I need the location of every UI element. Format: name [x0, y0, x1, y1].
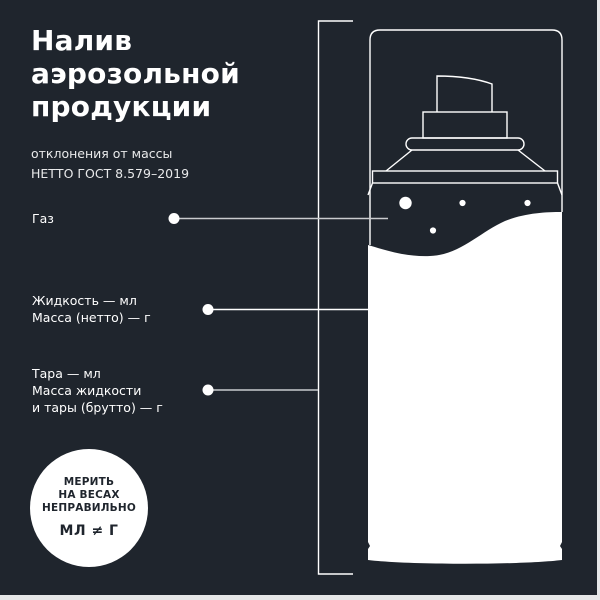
tare-bracket: [317, 20, 353, 575]
label-line: и тары (брутто) — г: [32, 400, 163, 415]
label-tare: Тара — мл Масса жидкости и тары (брутто)…: [32, 365, 163, 416]
label-line: Масса (нетто) — г: [32, 310, 151, 325]
label-line: Газ: [32, 211, 54, 226]
subtitle-line: отклонения от массы: [31, 146, 173, 161]
can-band: [371, 170, 559, 184]
label-gas: Газ: [32, 210, 54, 227]
badge-line: МЕРИТЬ: [63, 475, 115, 488]
valve-collar: [405, 137, 525, 151]
title-line: аэрозольной: [31, 57, 240, 90]
label-line: Жидкость — мл: [32, 293, 137, 308]
aerosol-can-icon: [367, 29, 563, 564]
nozzle-icon: [436, 75, 493, 112]
badge-line: НЕПРАВИЛЬНО: [42, 501, 136, 514]
liquid-fill: [368, 212, 562, 564]
leader-dot-icon: [202, 384, 214, 396]
badge-formula: МЛ ≠ Г: [59, 522, 119, 539]
leader-tare: [202, 384, 318, 396]
label-line: Тара — мл: [32, 366, 101, 381]
subtitle-line: НЕТТО ГОСТ 8.579–2019: [31, 166, 190, 181]
subtitle: отклонения от массы НЕТТО ГОСТ 8.579–201…: [31, 144, 189, 184]
warning-badge: МЕРИТЬ НА ВЕСАХ НЕПРАВИЛЬНО МЛ ≠ Г: [30, 449, 148, 567]
can-outline: [369, 29, 563, 245]
badge-line: НА ВЕСАХ: [58, 488, 120, 501]
leader-dot-icon: [202, 304, 214, 315]
title-line: продукции: [31, 90, 212, 123]
leader-liquid: [202, 304, 368, 315]
leader-dot-icon: [168, 213, 180, 224]
actuator-base: [422, 111, 508, 139]
leader-gas: [168, 213, 388, 224]
label-liquid: Жидкость — мл Масса (нетто) — г: [32, 292, 151, 326]
title-line: Налив: [31, 24, 133, 57]
label-line: Масса жидкости: [32, 383, 142, 398]
gas-bubble-icon: [399, 196, 531, 234]
page-title: Налив аэрозольной продукции: [31, 24, 240, 123]
